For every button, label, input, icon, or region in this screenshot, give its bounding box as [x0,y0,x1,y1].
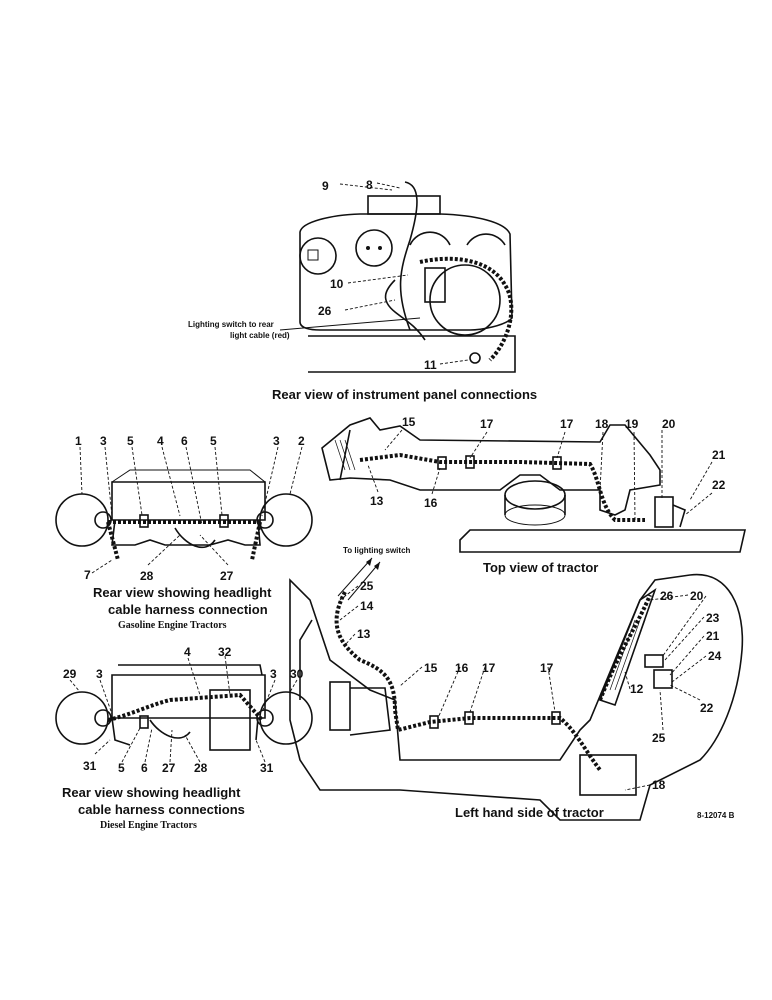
gasoline-subcaption: Gasoline Engine Tractors [118,620,227,631]
label-27: 27 [220,569,234,583]
label-28: 28 [140,569,154,583]
label-22: 22 [700,701,714,715]
label-6: 6 [141,761,148,775]
label-20: 20 [662,417,676,431]
figure-id: 8-12074 B [697,811,735,820]
label-8: 8 [366,178,373,192]
diesel-caption-line1: Rear view showing headlight [62,785,241,800]
label-16: 16 [424,496,438,510]
label-5a: 5 [127,434,134,448]
label-30: 30 [290,667,304,681]
label-27: 27 [162,761,176,775]
gasoline-caption-line2: cable harness connection [108,602,268,617]
headlight-left-icon [55,493,109,547]
instrument-panel-view: 9 8 10 26 11 Lighting switch to rear lig… [188,178,537,402]
rear-view-diesel: 29 3 4 32 3 30 31 5 6 27 28 31 Rear view… [55,645,313,831]
label-11: 11 [424,358,437,372]
label-9: 9 [322,179,329,193]
dial-icon [429,264,501,336]
label-29: 29 [63,667,77,681]
label-15: 15 [402,415,416,429]
rear-view-gasoline: 1 3 5 4 6 5 3 2 7 28 27 Rear view showin… [55,434,313,631]
label-3b: 3 [270,667,277,681]
diesel-subcaption: Diesel Engine Tractors [100,820,197,831]
label-1: 1 [75,434,82,448]
gauge-2-icon [355,229,393,267]
label-26: 26 [318,304,332,318]
headlight-right-icon [259,691,313,745]
label-32: 32 [218,645,232,659]
label-6: 6 [181,434,188,448]
label-14: 14 [360,599,374,613]
label-23: 23 [706,611,720,625]
label-16: 16 [455,661,469,675]
lighting-switch-callout: Lighting switch to rear light cable (red… [188,320,290,340]
diesel-caption-line2: cable harness connections [78,802,245,817]
gauge-3-icon [409,231,451,246]
label-2: 2 [298,434,305,448]
left-side-caption: Left hand side of tractor [455,805,604,820]
gasoline-caption-line1: Rear view showing headlight [93,585,272,600]
label-26: 26 [660,589,674,603]
headlight-right-icon [259,493,313,547]
label-19: 19 [625,417,639,431]
to-lighting-switch-callout: To lighting switch [343,546,411,555]
label-25b: 25 [652,731,666,745]
left-side-view: 25 14 13 15 16 17 17 26 20 23 21 24 12 2… [289,546,744,821]
top-view-caption: Top view of tractor [483,560,598,575]
label-25a: 25 [360,579,374,593]
label-31b: 31 [260,761,274,775]
label-13: 13 [370,494,384,508]
label-21: 21 [712,448,726,462]
label-10: 10 [330,277,344,291]
headlight-left-icon [55,691,109,745]
label-7: 7 [84,568,91,582]
label-12: 12 [630,682,644,696]
label-24: 24 [708,649,722,663]
gauge-1-icon [299,237,337,275]
label-15: 15 [424,661,438,675]
label-4: 4 [157,434,164,448]
label-18: 18 [652,778,666,792]
label-17a: 17 [482,661,496,675]
label-31a: 31 [83,759,97,773]
label-17b: 17 [560,417,574,431]
instrument-panel-caption: Rear view of instrument panel connection… [272,387,537,402]
label-17a: 17 [480,417,494,431]
label-3a: 3 [96,667,103,681]
label-5b: 5 [210,434,217,448]
label-17b: 17 [540,661,554,675]
label-22: 22 [712,478,726,492]
label-3a: 3 [100,434,107,448]
label-5: 5 [118,761,125,775]
label-18: 18 [595,417,609,431]
label-21: 21 [706,629,720,643]
label-20: 20 [690,589,704,603]
top-view: 15 17 17 18 19 20 21 22 13 16 Top view o… [321,415,747,575]
label-13: 13 [357,627,371,641]
label-3b: 3 [273,434,280,448]
gauge-4-icon [466,233,506,246]
label-4: 4 [184,645,191,659]
label-28: 28 [194,761,208,775]
